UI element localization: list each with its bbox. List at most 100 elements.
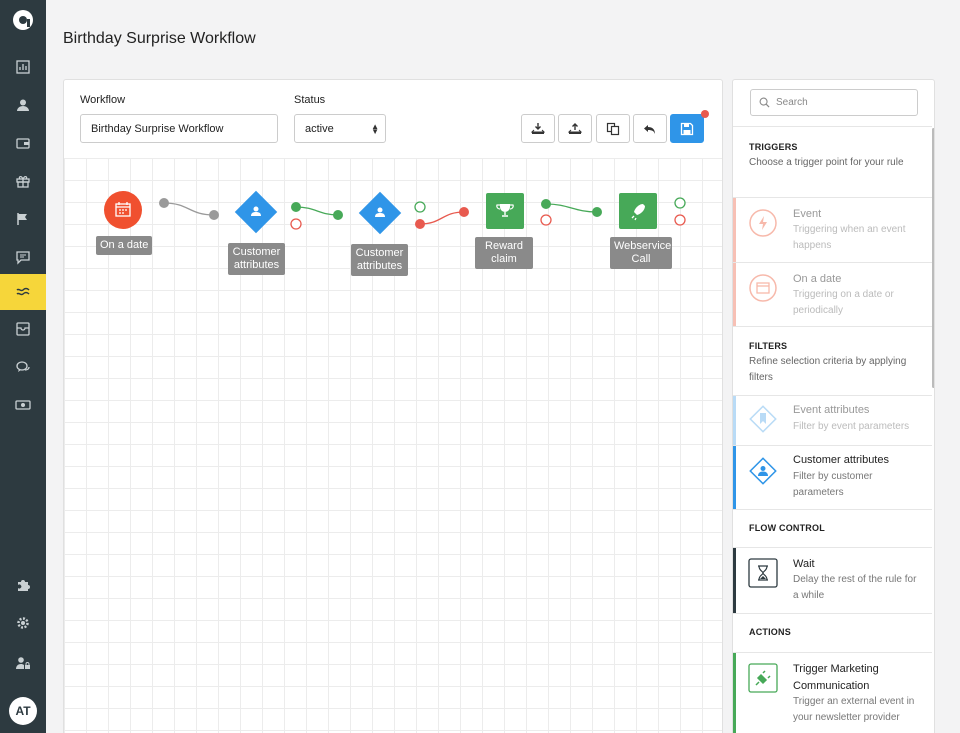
upload-button[interactable] [558,114,592,143]
user-lock-icon[interactable] [0,644,46,682]
wallet-icon[interactable] [0,124,46,162]
connection-line [295,206,339,216]
section-desc-filters: Refine selection criteria by applying fi… [749,356,907,383]
flag-icon[interactable] [0,200,46,238]
node-label: Webservice Call [610,237,672,269]
workflow-canvas[interactable]: On a date Customer attributes Customer a… [64,158,722,733]
money-icon[interactable] [0,386,46,424]
component-desc: Triggering when an event happens [793,224,906,251]
user-icon[interactable] [0,86,46,124]
node-label: Customer attributes [228,243,285,275]
component-customer-attributes[interactable]: Customer attributes Filter by customer p… [733,445,932,509]
download-button[interactable] [521,114,555,143]
component-wait[interactable]: Wait Delay the rest of the rule for a wh… [733,547,932,613]
output-port-no[interactable] [540,214,552,226]
divider [733,613,932,614]
search-input[interactable]: Search [750,89,918,116]
input-port[interactable] [333,210,343,220]
component-desc: Filter by event parameters [793,421,910,432]
output-port-yes[interactable] [674,197,686,209]
connection-line [163,202,215,216]
copy-icon [606,122,620,135]
node-label: Reward claim [475,237,533,269]
section-title-triggers: TRIGGERS [749,142,798,152]
category-bar [733,263,736,326]
output-port-yes[interactable] [291,202,301,212]
user-icon [251,206,261,216]
status-select[interactable]: active ▲▼ [294,114,386,143]
component-desc: Triggering on a date or periodically [793,289,894,316]
undo-icon [644,124,655,134]
component-title: Trigger Marketing Communication [793,663,879,692]
logo-icon[interactable] [13,10,33,30]
status-value: active [305,122,334,135]
component-desc: Filter by customer parameters [793,471,873,498]
component-desc: Trigger an external event in your newsle… [793,696,915,723]
section-title-flow: FLOW CONTROL [749,523,825,533]
node-label: On a date [96,236,153,255]
section-title-filters: FILTERS [749,341,788,351]
workflow-icon[interactable] [0,274,46,310]
workflow-name-input[interactable]: Birthday Surprise Workflow [80,114,278,143]
output-port-no[interactable] [415,219,425,229]
connection-line [419,211,465,225]
plug-icon [748,663,778,693]
component-title: Customer attributes [793,454,889,466]
category-bar [733,548,736,613]
category-bar [733,198,736,262]
bookmark-icon [749,405,777,433]
user-icon [375,207,385,217]
component-title: Wait [793,558,815,570]
upload-icon [568,122,582,134]
components-sidebar: Search TRIGGERS Choose a trigger point f… [732,79,935,733]
section-desc-triggers: Choose a trigger point for your rule [749,157,904,168]
section-title-actions: ACTIONS [749,627,791,637]
save-icon [680,122,694,135]
category-bar [733,396,736,445]
gear-icon[interactable] [0,604,46,642]
calendar-icon [115,202,131,217]
undo-button[interactable] [633,114,667,143]
component-title: Event [793,208,822,220]
component-on-a-date[interactable]: On a date Triggering on a date or period… [733,262,932,326]
status-label: Status [294,94,326,106]
rocket-icon [631,204,645,221]
output-port[interactable] [159,198,169,208]
node-label: Customer attributes [351,244,408,276]
input-port[interactable] [459,207,469,217]
hourglass-icon [748,558,778,588]
category-bar [733,446,736,509]
puzzle-icon[interactable] [0,566,46,604]
select-arrows-icon: ▲▼ [371,122,379,136]
unsaved-indicator [701,110,709,118]
copy-button[interactable] [596,114,630,143]
page-title: Birthday Surprise Workflow [63,30,256,47]
user-icon [749,457,777,485]
component-event-attributes[interactable]: Event attributes Filter by event paramet… [733,395,932,445]
calendar-icon [749,274,777,302]
lightning-icon [749,209,777,237]
inbox-icon[interactable] [0,310,46,348]
component-title: Event attributes [793,404,870,416]
message-icon[interactable] [0,238,46,276]
divider [733,326,932,327]
component-trigger-marketing[interactable]: Trigger Marketing Communication Trigger … [733,652,932,733]
connections [104,190,686,235]
search-icon [759,97,770,108]
input-port[interactable] [209,210,219,220]
save-button[interactable] [670,114,704,143]
output-port-yes[interactable] [414,201,426,213]
component-event[interactable]: Event Triggering when an event happens [733,197,932,262]
gift-icon[interactable] [0,162,46,200]
scrollbar[interactable] [932,128,934,388]
input-port[interactable] [592,207,602,217]
dashboard-icon[interactable] [0,48,46,86]
chat-icon[interactable] [0,348,46,386]
output-port-no[interactable] [290,218,302,230]
output-port-no[interactable] [674,214,686,226]
trophy-icon [496,204,514,217]
component-desc: Delay the rest of the rule for a while [793,574,917,601]
download-icon [531,122,545,134]
avatar[interactable]: AT [9,697,37,725]
output-port-yes[interactable] [541,199,551,209]
